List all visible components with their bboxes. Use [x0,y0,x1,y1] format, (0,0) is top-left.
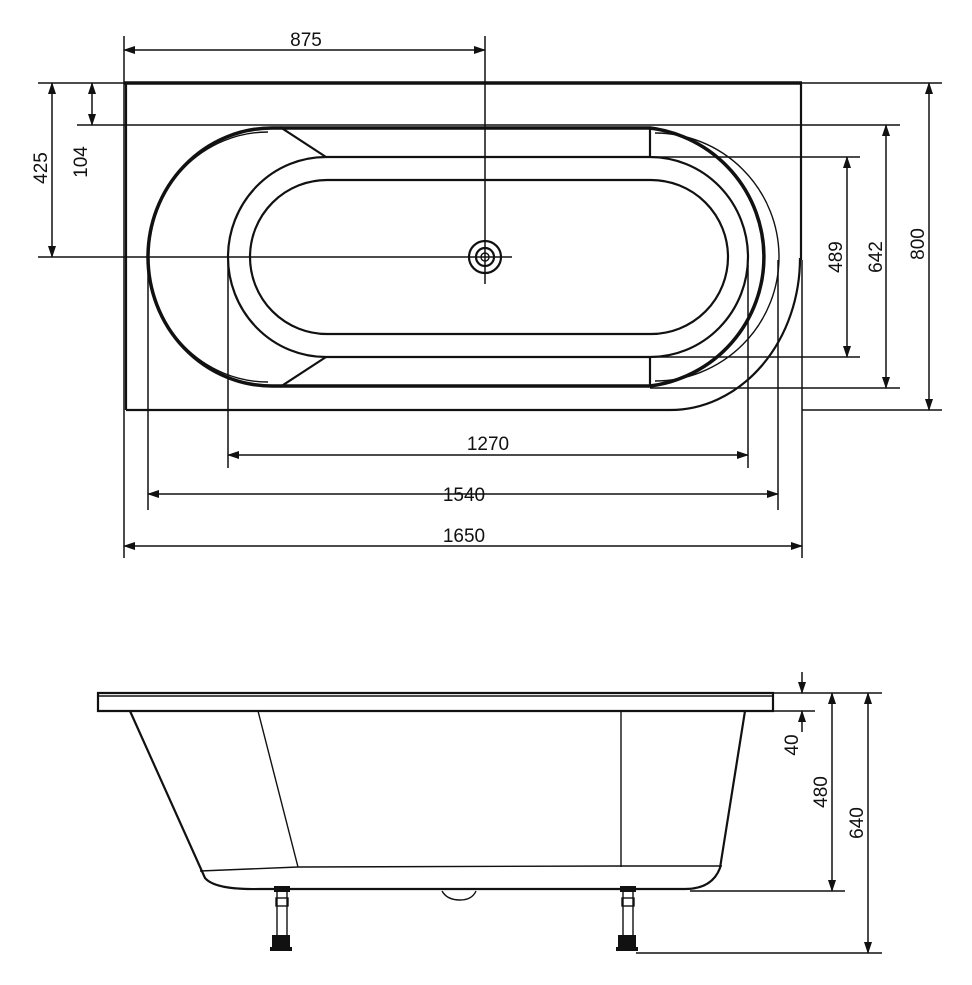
dim-1540-label: 1540 [443,485,485,506]
tub-rim [96,691,775,713]
dim-104-label: 104 [71,146,92,178]
side-view: 40 480 640 [96,672,882,954]
center-lines [38,36,512,284]
tub-body [128,710,747,901]
dim-480-label: 480 [811,776,832,808]
dim-875-label: 875 [290,30,322,51]
dim-425-label: 425 [31,152,52,184]
dim-640-label: 640 [847,807,868,839]
dimension-labels: 875 425 104 1270 1540 1650 489 642 800 [31,30,929,547]
top-view: 875 425 104 1270 1540 1650 489 642 800 [31,30,942,558]
support-leg-right [616,886,638,951]
backrest-lines [279,126,652,388]
dim-642-label: 642 [866,241,887,273]
inner-basin-outline [248,178,730,336]
dim-1650-label: 1650 [443,526,485,547]
side-extension-lines [636,692,882,954]
dim-40-label: 40 [782,734,803,755]
dim-800-label: 800 [908,228,929,260]
dim-1270-label: 1270 [467,434,509,455]
tub-deck-outline [124,81,803,412]
side-dimension-labels: 40 480 640 [782,734,868,838]
extension-lines [38,36,942,558]
dimension-lines [48,46,933,550]
side-dimension-lines [798,672,872,954]
dim-489-label: 489 [826,241,847,273]
support-leg-left [270,886,292,951]
